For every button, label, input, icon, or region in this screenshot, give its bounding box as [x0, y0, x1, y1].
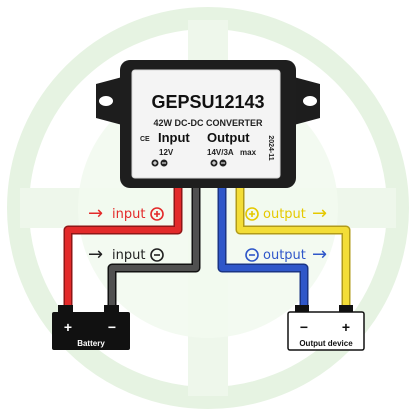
input-voltage: 12V	[159, 148, 174, 157]
positive-circle-icon	[150, 207, 164, 221]
output-rating: 14V/3A	[207, 148, 234, 157]
input-terminal-icons	[151, 159, 168, 167]
output-negative-label: output	[263, 248, 306, 263]
module-subtitle: 42W DC-DC CONVERTER	[153, 118, 263, 128]
date-code: 2024-11	[267, 135, 274, 160]
arrow-right-icon: →	[312, 244, 327, 265]
model-name: GEPSU12143	[151, 92, 264, 112]
input-positive-label-group: → input	[88, 203, 164, 224]
output-device-box: − + Output device	[287, 305, 365, 351]
arrow-right-icon: →	[312, 203, 327, 224]
output-positive-label-group: output →	[245, 203, 327, 224]
positive-circle-icon	[245, 207, 259, 221]
input-negative-label-group: → input	[88, 244, 164, 265]
output-terminal-icons	[210, 159, 227, 167]
input-title: Input	[158, 130, 190, 145]
battery-box: + − Battery	[52, 305, 130, 350]
negative-circle-icon	[245, 248, 259, 262]
battery-label: Battery	[77, 339, 105, 348]
battery-minus-symbol: −	[108, 319, 116, 335]
output-device-label: Output device	[299, 339, 353, 348]
device-minus-symbol: −	[300, 319, 308, 335]
negative-circle-icon	[150, 248, 164, 262]
output-title: Output	[207, 130, 250, 145]
ce-mark: CE	[140, 136, 150, 143]
converter-module: GEPSU12143 42W DC-DC CONVERTER CE Input …	[96, 60, 320, 188]
device-plus-symbol: +	[342, 319, 350, 335]
output-negative-label-group: output →	[245, 244, 327, 265]
battery-plus-symbol: +	[64, 319, 72, 335]
arrow-right-icon: →	[88, 244, 103, 265]
output-max: max	[240, 148, 257, 157]
input-negative-label: input	[112, 248, 145, 263]
arrow-right-icon: →	[88, 203, 103, 224]
output-positive-label: output	[263, 207, 306, 222]
input-positive-label: input	[112, 207, 145, 222]
